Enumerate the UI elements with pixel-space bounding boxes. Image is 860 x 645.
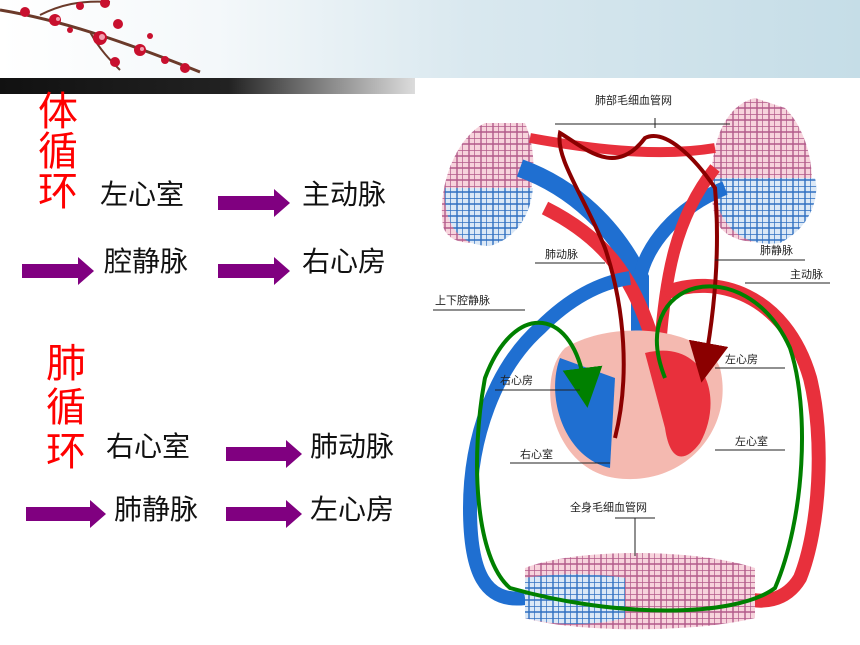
label-vena-cava: 上下腔静脉 xyxy=(435,293,490,307)
header-divider-bar xyxy=(0,78,415,94)
pulmonary-title-char-1: 肺 xyxy=(46,341,86,387)
lung-capillary-network-right xyxy=(711,98,817,244)
arrow-right-icon xyxy=(218,189,290,217)
blood-circulation-diagram: 肺部毛细血管网 肺动脉 肺静脉 主动脉 上下腔静脉 右心房 左心房 右心室 左心… xyxy=(433,93,830,630)
label-right-ventricle: 右心室 xyxy=(520,447,553,461)
term-left-atrium: 左心房 xyxy=(310,493,395,526)
term-right-atrium: 右心房 xyxy=(302,245,387,278)
arrow-right-icon xyxy=(218,257,290,285)
arrow-right-icon xyxy=(26,500,106,528)
label-left-ventricle: 左心室 xyxy=(735,434,768,448)
systemic-title-char-3: 环 xyxy=(38,169,78,215)
label-left-atrium: 左心房 xyxy=(725,353,758,366)
term-aorta: 主动脉 xyxy=(302,178,387,211)
arrow-right-icon xyxy=(226,440,302,468)
label-pulmonary-artery: 肺动脉 xyxy=(545,247,578,261)
term-vena-cava: 腔静脉 xyxy=(104,245,189,278)
header-band xyxy=(0,0,860,78)
arrow-right-icon xyxy=(226,500,302,528)
pulmonary-title-char-2: 循 xyxy=(46,385,86,431)
systemic-title-char-1: 体 xyxy=(38,89,78,135)
pulmonary-title-char-3: 环 xyxy=(46,429,86,475)
arrow-right-icon xyxy=(22,257,94,285)
label-pulmonary-vein: 肺静脉 xyxy=(760,243,793,257)
plum-blossom-branch-decoration xyxy=(0,0,201,74)
term-left-ventricle: 左心室 xyxy=(100,178,185,211)
term-pulmonary-artery: 肺动脉 xyxy=(310,430,395,463)
label-body-capillaries: 全身毛细血管网 xyxy=(570,500,647,514)
term-pulmonary-vein: 肺静脉 xyxy=(114,493,199,526)
systemic-title-char-2: 循 xyxy=(38,129,78,175)
label-lung-capillaries: 肺部毛细血管网 xyxy=(595,93,672,107)
lung-capillary-network-left xyxy=(441,123,534,246)
label-aorta: 主动脉 xyxy=(790,267,823,281)
label-right-atrium: 右心房 xyxy=(500,373,533,387)
term-right-ventricle: 右心室 xyxy=(106,430,191,463)
